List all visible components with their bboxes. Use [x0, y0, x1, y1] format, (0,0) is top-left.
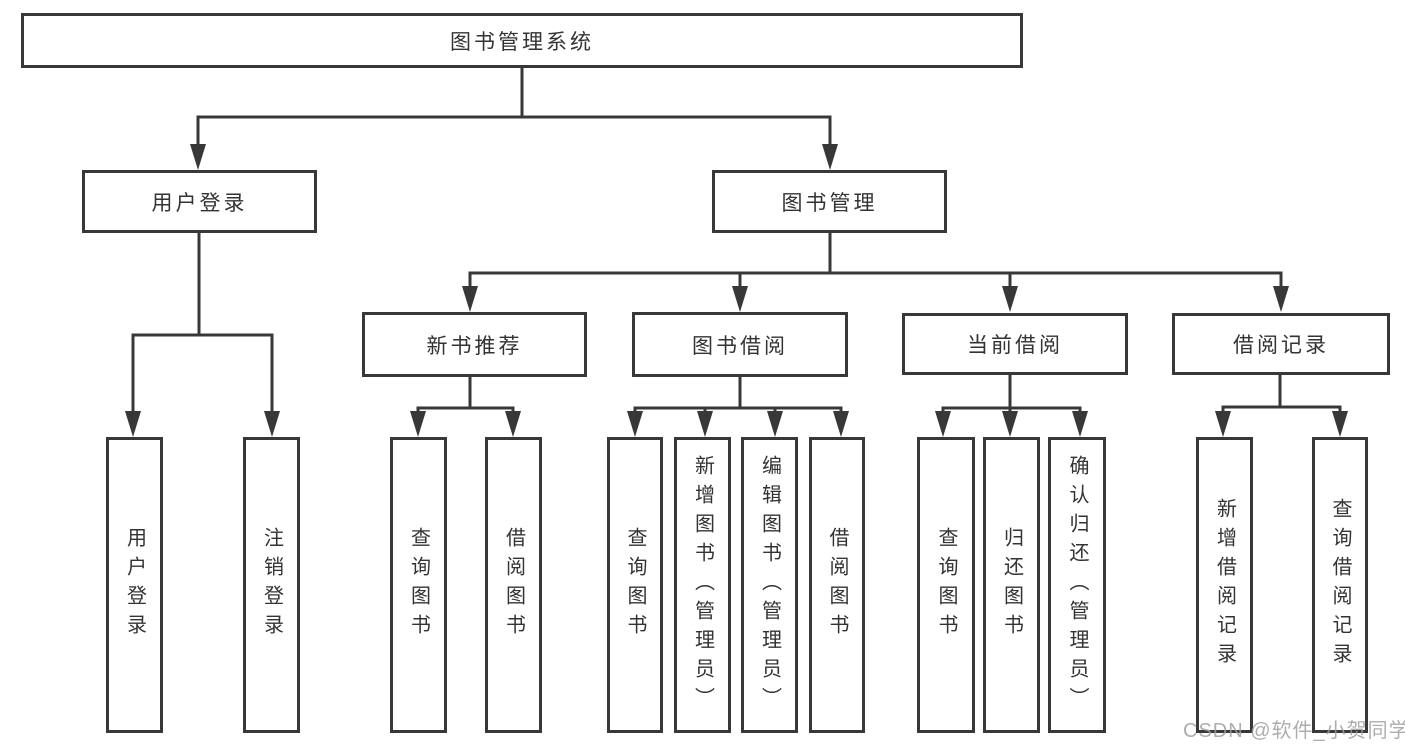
node-root: 图书管理系统: [21, 13, 1023, 68]
node-book-management-label: 图书管理: [781, 191, 878, 215]
node-new-book-recommend-label: 新书推荐: [426, 334, 523, 358]
leaf-query-book-3: 查询图书: [917, 437, 975, 733]
node-current-borrow-label: 当前借阅: [967, 334, 1063, 357]
leaf-borrow-book-1-label: 借阅图书: [502, 527, 525, 643]
leaf-query-book-1-label: 查询图书: [407, 527, 430, 643]
leaf-user-login: 用户登录: [106, 437, 163, 733]
node-borrow-records-label: 借阅记录: [1233, 334, 1329, 357]
leaf-borrow-book-2-label: 借阅图书: [826, 527, 848, 643]
leaf-confirm-return-admin-label: 确认归还（管理员）: [1066, 454, 1088, 716]
leaf-return-book: 归还图书: [983, 437, 1040, 733]
leaf-add-book-admin: 新增图书（管理员）: [674, 437, 731, 733]
node-current-borrow: 当前借阅: [902, 313, 1128, 375]
node-book-borrow: 图书借阅: [632, 312, 848, 377]
leaf-query-book-3-label: 查询图书: [935, 527, 957, 643]
node-book-borrow-label: 图书借阅: [692, 334, 788, 358]
leaf-borrow-book-2: 借阅图书: [809, 437, 865, 733]
node-user-login-group-label: 用户登录: [151, 191, 248, 215]
node-book-management: 图书管理: [712, 170, 947, 233]
node-user-login-group: 用户登录: [82, 170, 317, 233]
leaf-borrow-book-1: 借阅图书: [485, 437, 542, 733]
leaf-logout-label: 注销登录: [260, 527, 283, 643]
watermark: CSDN @软件_小贺同学: [1183, 720, 1405, 742]
leaf-add-book-admin-label: 新增图书（管理员）: [691, 454, 714, 716]
leaf-query-book-1: 查询图书: [390, 437, 447, 733]
leaf-add-borrow-record-label: 新增借阅记录: [1213, 498, 1236, 672]
leaf-query-borrow-record: 查询借阅记录: [1312, 437, 1368, 733]
node-root-label: 图书管理系统: [450, 30, 594, 54]
node-new-book-recommend: 新书推荐: [362, 312, 587, 377]
leaf-edit-book-admin: 编辑图书（管理员）: [741, 437, 798, 733]
leaf-query-borrow-record-label: 查询借阅记录: [1329, 498, 1351, 672]
leaf-edit-book-admin-label: 编辑图书（管理员）: [758, 454, 781, 716]
leaf-query-book-2: 查询图书: [607, 437, 663, 733]
leaf-query-book-2-label: 查询图书: [624, 527, 646, 643]
leaf-return-book-label: 归还图书: [1000, 527, 1023, 643]
leaf-add-borrow-record: 新增借阅记录: [1196, 437, 1253, 733]
leaf-user-login-label: 用户登录: [123, 527, 146, 643]
node-borrow-records: 借阅记录: [1172, 313, 1390, 375]
leaf-logout: 注销登录: [243, 437, 300, 733]
leaf-confirm-return-admin: 确认归还（管理员）: [1048, 437, 1106, 733]
